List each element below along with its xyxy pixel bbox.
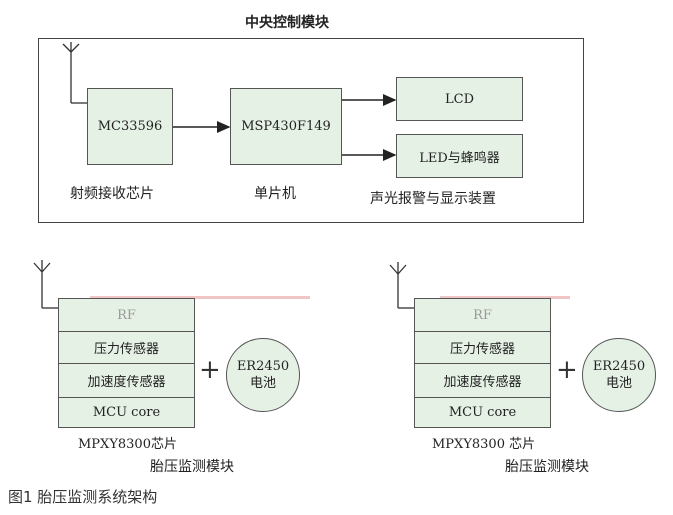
right-chip-label: MPXY8300 芯片 — [432, 437, 536, 452]
right-module-antenna-icon — [389, 262, 414, 309]
chip-row-pressure-sensor: 压力传感器 — [59, 331, 194, 363]
left-chip-label: MPXY8300芯片 — [78, 437, 177, 452]
right-battery: ER2450 电池 — [582, 338, 656, 412]
watermark-streak — [440, 296, 570, 299]
figure-caption: 图1 胎压监测系统架构 — [8, 488, 158, 506]
battery-model: ER2450 — [236, 359, 290, 374]
central-antenna-icon — [62, 42, 87, 104]
right-tpms-chip: RF 压力传感器 加速度传感器 MCU core — [414, 298, 551, 428]
central-module-title: 中央控制模块 — [245, 15, 329, 31]
led-buzzer-box: LED与蜂鸣器 — [396, 134, 523, 178]
chip-row-accel-sensor: 加速度传感器 — [59, 363, 194, 397]
plus-sign: + — [199, 355, 221, 385]
mcu-box: MSP430F149 — [230, 88, 342, 165]
watermark-streak — [90, 296, 310, 299]
right-module-label: 胎压监测模块 — [505, 459, 589, 475]
chip-row-pressure-sensor: 压力传感器 — [415, 331, 550, 363]
alarm-display-label: 声光报警与显示装置 — [370, 191, 496, 207]
left-tpms-chip: RF 压力传感器 加速度传感器 MCU core — [58, 298, 195, 428]
chip-row-mcu-core: MCU core — [415, 397, 550, 427]
chip-row-accel-sensor: 加速度传感器 — [415, 363, 550, 397]
receiver-chip-label: 射频接收芯片 — [70, 186, 154, 202]
left-battery: ER2450 电池 — [226, 338, 300, 412]
lcd-box: LCD — [396, 77, 523, 121]
battery-label: 电池 — [249, 376, 276, 391]
battery-label: 电池 — [605, 376, 632, 391]
receiver-chip-box: MC33596 — [87, 88, 173, 165]
plus-sign: + — [556, 355, 578, 385]
chip-row-mcu-core: MCU core — [59, 397, 194, 427]
central-module-frame — [38, 38, 584, 223]
chip-row-rf: RF — [117, 307, 136, 323]
battery-model: ER2450 — [592, 359, 646, 374]
left-module-antenna-icon — [33, 260, 58, 309]
chip-row-rf: RF — [473, 307, 492, 323]
left-module-label: 胎压监测模块 — [150, 459, 234, 475]
mcu-label: 单片机 — [254, 186, 296, 202]
